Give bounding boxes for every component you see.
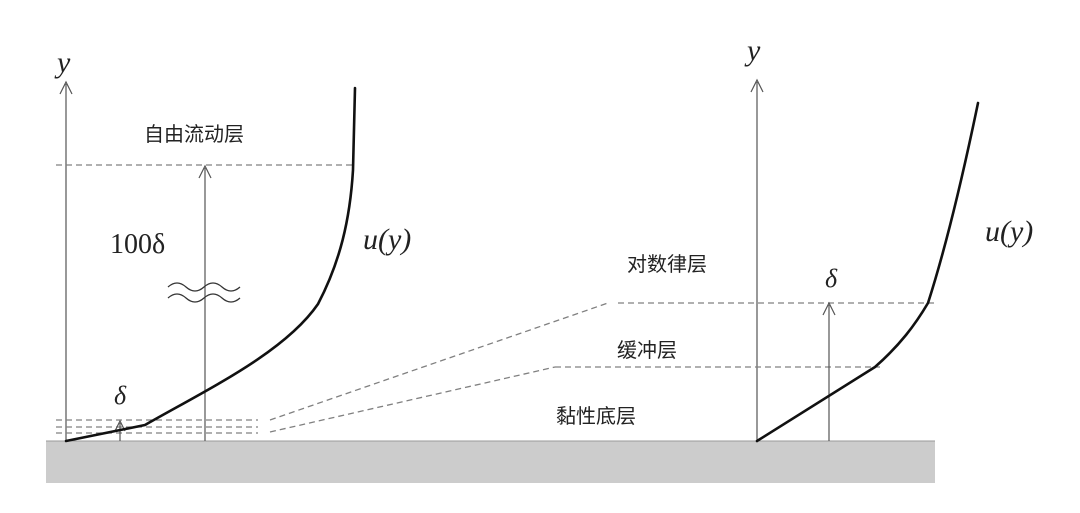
layer-label-log-law: 对数律层 bbox=[627, 252, 707, 276]
left-delta-label: δ bbox=[114, 381, 127, 410]
left-axis-break-symbol bbox=[167, 282, 241, 292]
left-profile: y 自由流动层 100δ δ u(y) bbox=[54, 46, 411, 443]
right-delta-label: δ bbox=[825, 264, 838, 293]
layer-connectors bbox=[269, 302, 609, 433]
right-velocity-label: u(y) bbox=[985, 215, 1033, 248]
connector-buffer bbox=[269, 366, 556, 433]
layer-label-viscous-sublayer: 黏性底层 bbox=[556, 404, 636, 428]
left-axis-break-symbol-2 bbox=[167, 293, 241, 303]
right-y-axis-label: y bbox=[744, 34, 761, 67]
left-velocity-label: u(y) bbox=[363, 223, 411, 256]
right-delta-arrowhead bbox=[822, 301, 836, 316]
right-y-axis-arrowhead bbox=[750, 78, 764, 93]
left-y-axis-label: y bbox=[54, 46, 71, 79]
layer-label-buffer: 缓冲层 bbox=[617, 338, 677, 362]
left-delta-arrowhead bbox=[114, 419, 126, 432]
left-region-free-flow-label: 自由流动层 bbox=[144, 122, 244, 146]
right-profile: y δ u(y) bbox=[555, 34, 1033, 443]
left-height-label: 100δ bbox=[110, 229, 165, 260]
left-velocity-profile bbox=[64, 86, 357, 443]
left-y-axis-arrowhead bbox=[59, 80, 73, 95]
right-velocity-profile bbox=[755, 101, 980, 443]
left-height-arrowhead bbox=[198, 164, 212, 179]
connector-log-law bbox=[269, 302, 609, 421]
wall-surface bbox=[46, 441, 935, 483]
